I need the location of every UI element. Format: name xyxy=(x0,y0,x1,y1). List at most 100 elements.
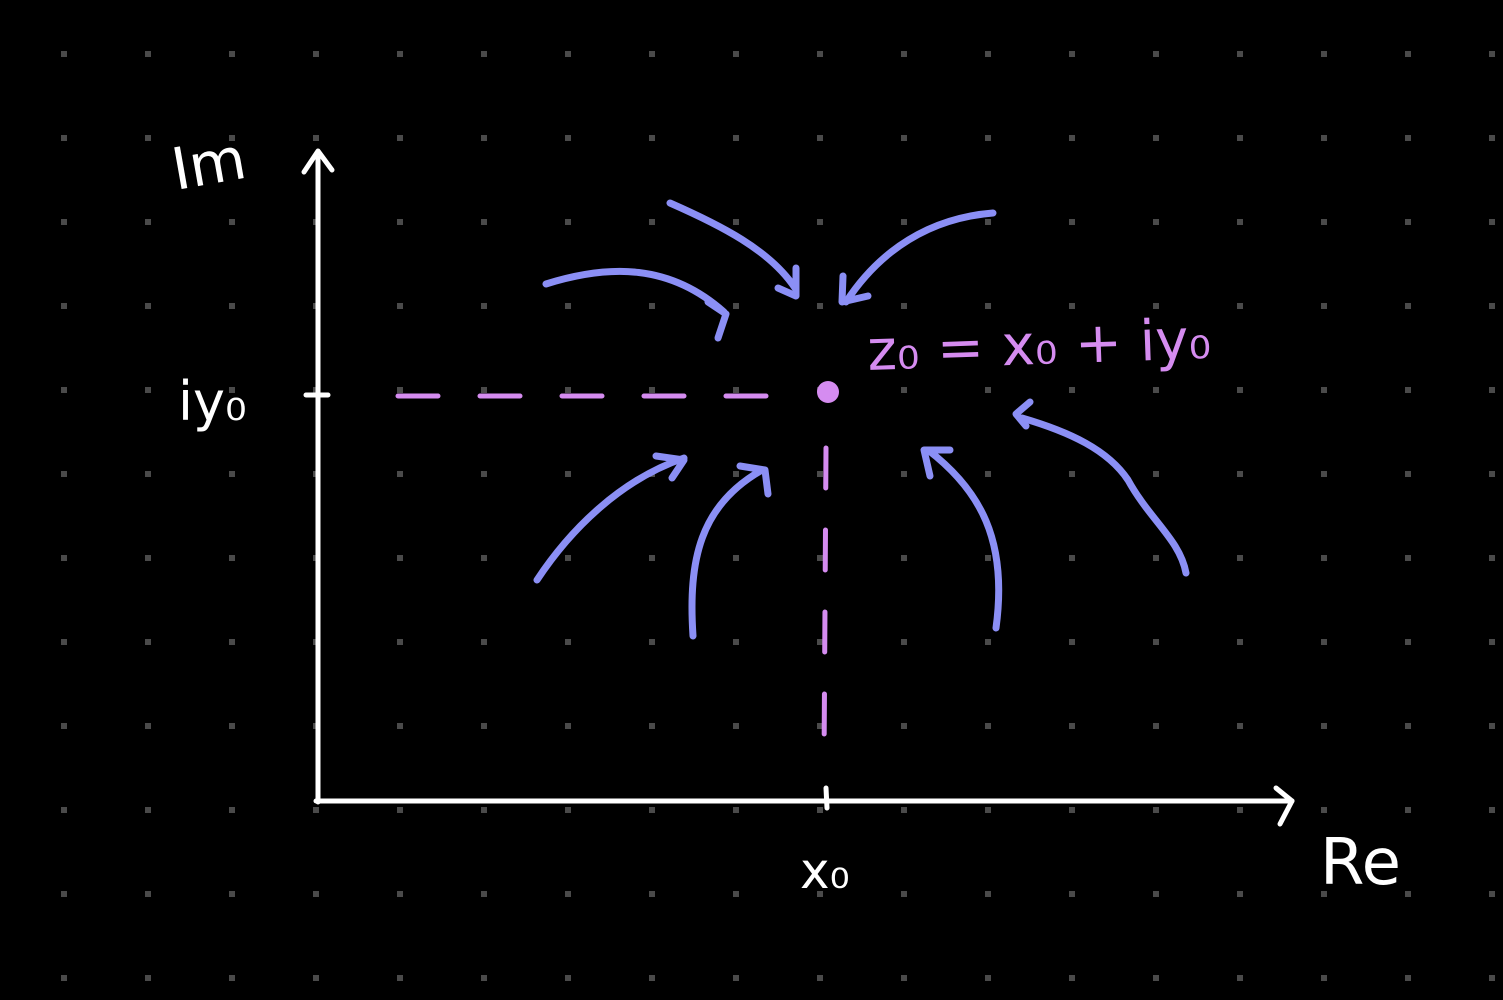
grid-dot xyxy=(1153,219,1159,225)
grid-dot xyxy=(985,891,991,897)
grid-dot xyxy=(1321,303,1327,309)
grid-dot xyxy=(145,975,151,981)
grid-dot xyxy=(649,219,655,225)
grid-dot xyxy=(565,387,571,393)
grid-dot xyxy=(565,219,571,225)
grid-dot xyxy=(649,303,655,309)
grid-dot xyxy=(1321,135,1327,141)
grid-dot xyxy=(1069,891,1075,897)
grid-dot xyxy=(481,51,487,57)
grid-dot xyxy=(1405,891,1411,897)
grid-dot xyxy=(61,723,67,729)
grid-dot xyxy=(1069,387,1075,393)
grid-dot xyxy=(481,975,487,981)
arrow-icon xyxy=(1012,398,1034,430)
grid-dot xyxy=(1237,387,1243,393)
grid-dot xyxy=(649,975,655,981)
grid-dot xyxy=(649,807,655,813)
grid-dot xyxy=(985,723,991,729)
grid-dot xyxy=(229,807,235,813)
right-arrowhead-icon xyxy=(1273,785,1295,827)
grid-dot xyxy=(145,303,151,309)
grid-dot xyxy=(733,219,739,225)
grid-dot xyxy=(649,639,655,645)
grid-dot xyxy=(1321,387,1327,393)
grid-dot xyxy=(229,387,235,393)
re-axis-label: Re xyxy=(1320,826,1401,900)
grid-dot xyxy=(1237,639,1243,645)
grid-dot xyxy=(817,639,823,645)
grid-dot xyxy=(901,51,907,57)
grid-dot xyxy=(313,975,319,981)
arrow-icon xyxy=(774,264,800,300)
grid-dot xyxy=(481,723,487,729)
arrow-icon xyxy=(542,267,728,316)
grid-dot xyxy=(481,807,487,813)
grid-dot xyxy=(985,387,991,393)
grid-dot xyxy=(481,387,487,393)
grid-dot xyxy=(1153,387,1159,393)
grid-dot xyxy=(817,555,823,561)
grid-dot xyxy=(1153,303,1159,309)
grid-dot xyxy=(1069,555,1075,561)
grid-dot xyxy=(1489,135,1495,141)
grid-dot xyxy=(145,807,151,813)
grid-dot xyxy=(1405,471,1411,477)
grid-dot xyxy=(1321,471,1327,477)
grid-dot xyxy=(733,807,739,813)
y-tick-label: iy₀ xyxy=(178,370,247,433)
arrow-icon xyxy=(1018,414,1190,577)
arrow-icon xyxy=(652,452,688,482)
grid-dot xyxy=(901,975,907,981)
grid-dot xyxy=(1405,639,1411,645)
grid-dot xyxy=(565,639,571,645)
grid-dot xyxy=(61,639,67,645)
grid-dot xyxy=(145,723,151,729)
grid-dot xyxy=(1153,807,1159,813)
grid-dot xyxy=(1489,387,1495,393)
grid-dot xyxy=(397,303,403,309)
grid-dot xyxy=(733,387,739,393)
grid-dot xyxy=(1069,807,1075,813)
grid-dot xyxy=(481,471,487,477)
grid-dot xyxy=(733,723,739,729)
grid-dot xyxy=(1489,555,1495,561)
grid-dot xyxy=(61,51,67,57)
grid-dot xyxy=(565,807,571,813)
grid-dot xyxy=(1237,471,1243,477)
grid-dot xyxy=(1069,135,1075,141)
grid-dot xyxy=(1405,135,1411,141)
grid-dot xyxy=(1489,51,1495,57)
grid-dot xyxy=(985,639,991,645)
grid-dot xyxy=(1153,51,1159,57)
grid-dot xyxy=(397,891,403,897)
grid-dot xyxy=(733,639,739,645)
arrow-icon xyxy=(666,199,799,292)
grid-dot xyxy=(1237,135,1243,141)
grid-dot xyxy=(817,723,823,729)
grid-dot xyxy=(1405,303,1411,309)
arrow-icon xyxy=(838,272,872,306)
grid-dot xyxy=(1321,807,1327,813)
grid-dot xyxy=(313,807,319,813)
grid-dot xyxy=(397,51,403,57)
grid-dot xyxy=(565,303,571,309)
grid-dot xyxy=(1489,303,1495,309)
grid-dot xyxy=(901,723,907,729)
grid-dot xyxy=(1489,639,1495,645)
grid-dot xyxy=(565,975,571,981)
grid-dot xyxy=(1489,807,1495,813)
grid-dot xyxy=(61,807,67,813)
grid-dot xyxy=(901,807,907,813)
grid-dot xyxy=(985,471,991,477)
grid-dot xyxy=(481,135,487,141)
grid-dot xyxy=(565,723,571,729)
grid-dot xyxy=(1321,975,1327,981)
grid-dot xyxy=(313,51,319,57)
grid-dot xyxy=(565,891,571,897)
grid-dot xyxy=(817,51,823,57)
grid-dot xyxy=(397,387,403,393)
grid-dot xyxy=(397,639,403,645)
grid-dot xyxy=(817,471,823,477)
